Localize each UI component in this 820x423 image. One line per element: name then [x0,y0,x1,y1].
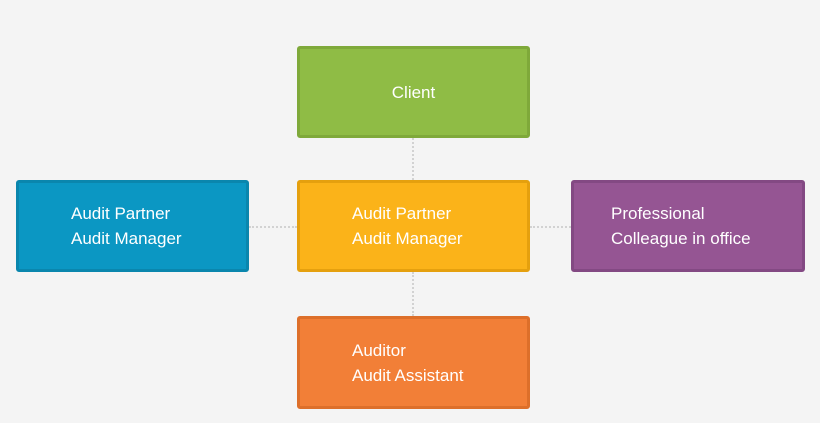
node-center-label-line-1: Audit Partner [352,204,452,223]
node-bottom-auditor-assistant: Auditor Audit Assistant [297,316,530,409]
node-left-audit-partner-manager: Audit Partner Audit Manager [16,180,249,272]
connector-left-center [249,226,297,228]
node-bottom-label-line-2: Audit Assistant [352,365,464,385]
node-center-label-line-2: Audit Manager [352,229,463,248]
node-left-label-line-2: Audit Manager [71,229,182,248]
connector-center-right [530,226,571,228]
connector-client-center [412,138,414,180]
node-right-label-line-1: Professional [611,204,705,223]
node-left-label-line-1: Audit Partner [71,204,171,223]
node-client: Client [297,46,530,138]
node-right-label-line-2: Colleague in office [611,229,751,248]
node-client-label: Client [391,82,436,102]
node-center-audit-partner-manager: Audit Partner Audit Manager [297,180,530,272]
connector-center-bottom [412,272,414,316]
node-right-professional-colleague: Professional Colleague in office [571,180,805,272]
node-bottom-label-line-1: Auditor [352,340,406,360]
